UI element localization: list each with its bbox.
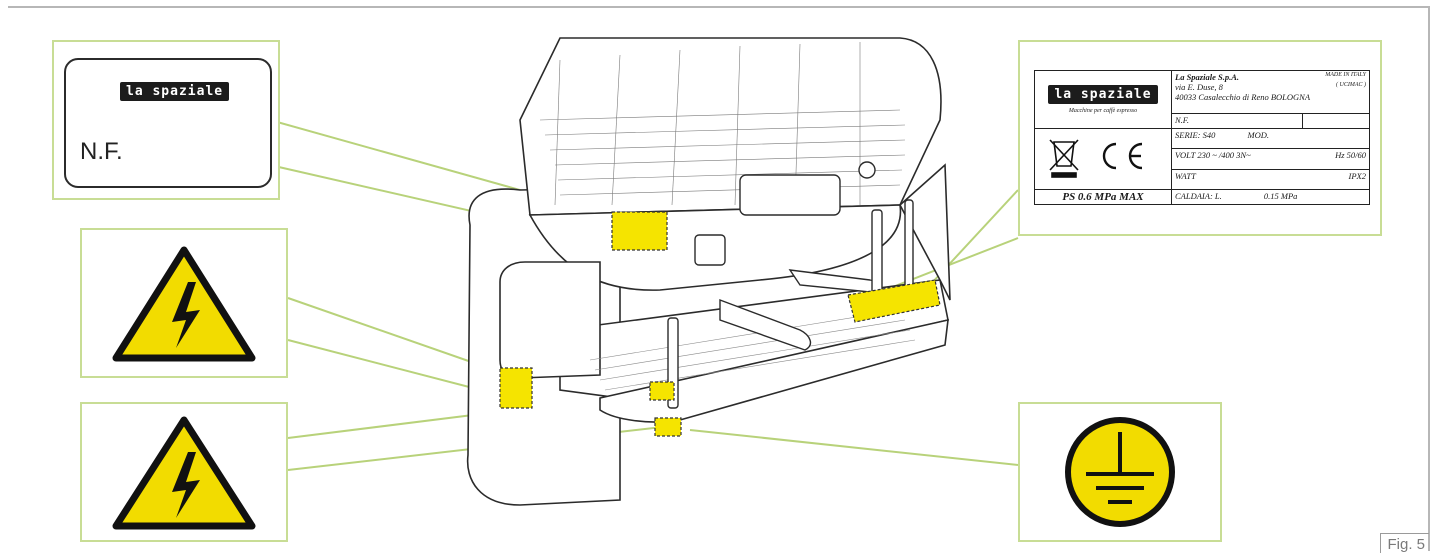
- nf-label-text: N.F.: [80, 138, 123, 165]
- plate-nf: N.F.: [1175, 115, 1190, 125]
- plate-address-2: 40033 Casalecchio di Reno BOLOGNA: [1175, 92, 1311, 102]
- plate-caldaia: CALDAIA: L.: [1175, 191, 1222, 201]
- weee-bin-icon: [1049, 139, 1079, 178]
- electrical-warning-callout-top: [80, 228, 288, 378]
- rating-plate-table: la spaziale Macchine per caffè espresso …: [1034, 70, 1370, 205]
- plate-made-in: MADE IN ITALY: [1325, 72, 1366, 78]
- plate-serie: SERIE: S40: [1175, 130, 1216, 140]
- nf-label-card: la spaziale N.F.: [64, 58, 272, 188]
- figure-frame: [8, 6, 1430, 551]
- electrical-warning-callout-bottom: [80, 402, 288, 542]
- ce-mark-icon: [1102, 142, 1143, 170]
- figure-label: Fig. 5: [1380, 533, 1429, 553]
- ground-icon: [1065, 417, 1175, 527]
- ground-symbol-callout: [1018, 402, 1222, 542]
- la-spaziale-logo: la spaziale: [120, 82, 230, 101]
- plate-ps: PS 0.6 MPa MAX: [1062, 191, 1144, 203]
- plate-address-1: via E. Duse, 8: [1175, 82, 1223, 92]
- electrical-hazard-icon: [112, 416, 256, 530]
- label-location-markers: [499, 211, 941, 437]
- la-spaziale-logo: la spaziale: [1048, 85, 1158, 104]
- plate-tagline: Macchine per caffè espresso: [1068, 108, 1138, 114]
- plate-company: La Spaziale S.p.A.: [1175, 72, 1239, 82]
- plate-hz: Hz 50/60: [1335, 150, 1366, 161]
- plate-made-in-sub: ( UCIMAC ): [1336, 82, 1366, 88]
- plate-caldaia-mpa: 0.15 MPa: [1263, 191, 1298, 201]
- electrical-hazard-icon: [112, 246, 256, 362]
- rating-plate: la spaziale Macchine per caffè espresso …: [1034, 70, 1370, 210]
- plate-ip: IPX2: [1348, 170, 1366, 181]
- machine-controls: [667, 161, 914, 409]
- rating-plate-callout: la spaziale Macchine per caffè espresso …: [1018, 40, 1382, 236]
- weee-ce-symbols: [1049, 139, 1143, 178]
- plate-watt: WATT: [1175, 170, 1196, 181]
- nf-label-callout: la spaziale N.F.: [52, 40, 280, 200]
- plate-mod: MOD.: [1247, 130, 1269, 140]
- machine-outline: [466, 37, 951, 506]
- plate-volt: VOLT 230 ~ /400 3N~: [1175, 150, 1251, 161]
